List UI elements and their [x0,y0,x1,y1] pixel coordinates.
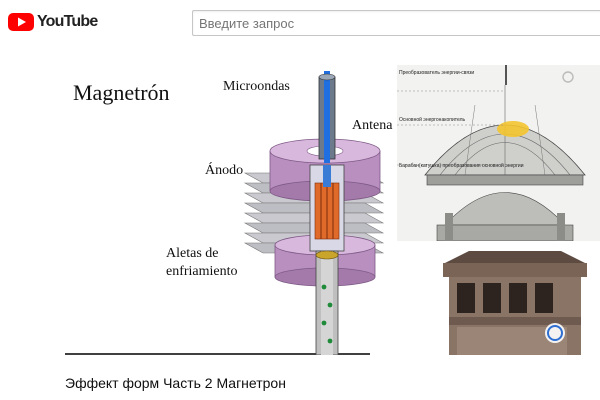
thumbnail-image: Magnetrón Microondas Antena Ánodo Aletas… [65,65,600,355]
video-thumbnail[interactable]: Magnetrón Microondas Antena Ánodo Aletas… [65,65,600,355]
dome-engraving: Преобразователь энергии-связи Основной э… [397,65,600,242]
label-fins-line2: enfriamiento [166,264,238,279]
label-microwaves: Microondas [223,79,290,94]
label-anode: Ánodo [205,161,243,178]
magnetron-diagram [243,71,385,355]
label-fins-line1: Aletas de [166,246,218,261]
dome-annotation-1: Преобразователь энергии-связи [399,70,474,76]
youtube-play-icon [8,13,34,31]
search-box[interactable] [192,10,600,36]
search-input[interactable] [199,13,599,33]
label-antenna: Antena [352,118,393,133]
tower-photo [431,241,600,355]
youtube-logo[interactable]: YouTube [8,12,98,32]
thumbnail-heading: Magnetrón [73,80,170,105]
youtube-wordmark: YouTube [37,13,98,30]
video-title[interactable]: Эффект форм Часть 2 Магнетрон [65,375,286,391]
dome-annotation-2: Основной энергонакопитель [399,116,466,123]
dome-annotation-3: Барабан(катушка) преобразования основной… [399,162,524,169]
masthead: YouTube [0,0,600,46]
